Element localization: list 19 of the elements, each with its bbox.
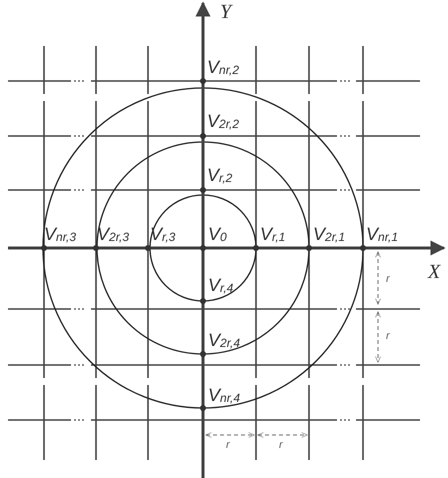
axis-label: X bbox=[428, 262, 440, 282]
vertex-label: V$_{2r,3}$ bbox=[97, 225, 130, 243]
axis-label: Y bbox=[220, 2, 232, 22]
vertex-label: V$_{nr,2}$ bbox=[207, 58, 240, 76]
vertex-label: V$_{nr,3}$ bbox=[44, 225, 76, 243]
dimension-label: r bbox=[226, 440, 230, 451]
dimension-label: r bbox=[279, 440, 283, 451]
vertex-label: V$_{2r,2}$ bbox=[207, 112, 240, 130]
vertex-label: V$_{nr,1}$ bbox=[366, 225, 398, 243]
vertex-label: V$_{2r,1}$ bbox=[313, 225, 346, 243]
vertex-label: V$_{r,3}$ bbox=[150, 225, 176, 243]
vertex-label: V$_{r,1}$ bbox=[260, 225, 286, 243]
vertex-label: V$_{r,2}$ bbox=[207, 166, 232, 184]
vertex-label: V$_{0}$ bbox=[208, 225, 227, 243]
vertex-label: V$_{2r,4}$ bbox=[208, 331, 240, 349]
vertex-label: V$_{r,4}$ bbox=[208, 276, 234, 294]
dimension-label: r bbox=[386, 274, 390, 285]
dimension-label: r bbox=[386, 331, 390, 342]
vertex-label: V$_{nr,4}$ bbox=[208, 386, 240, 404]
